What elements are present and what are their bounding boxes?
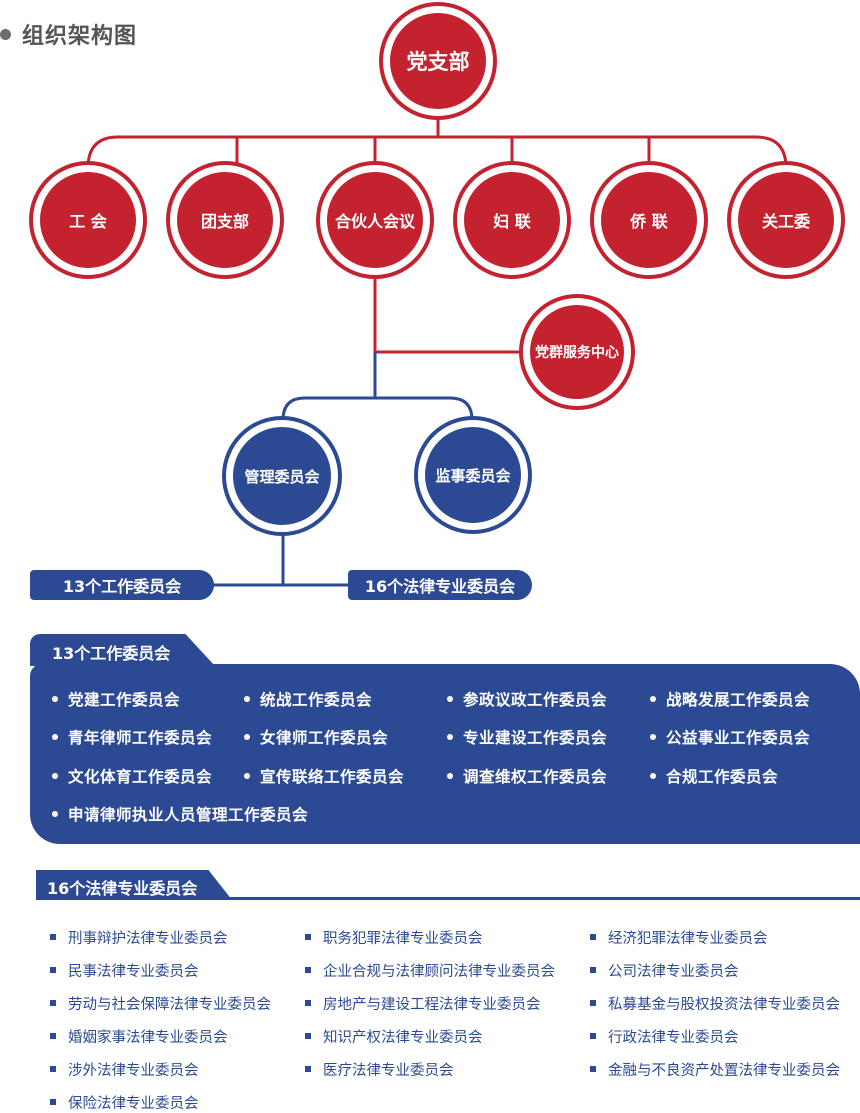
bullet <box>52 772 58 779</box>
node-label: 监事委员会 <box>435 466 511 485</box>
bullet <box>650 695 656 702</box>
node-label: 妇 联 <box>493 212 531 231</box>
node-label: 侨 联 <box>630 212 668 231</box>
list-item: 合规工作委员会 <box>650 765 778 787</box>
list-item: 宣传联络工作委员会 <box>244 765 404 787</box>
node-youth-care-committee: 关工委 <box>731 165 841 275</box>
node-womens-federation: 妇 联 <box>457 165 567 275</box>
list-item: 党建工作委员会 <box>52 688 180 710</box>
list-item: 公益事业工作委员会 <box>650 726 810 748</box>
list-item: 婚姻家事法律专业委员会 <box>50 1026 228 1047</box>
list-item: 战略发展工作委员会 <box>650 688 810 710</box>
node-label: 党支部 <box>406 50 470 74</box>
node-overseas-federation: 侨 联 <box>594 165 704 275</box>
list-item: 私募基金与股权投资法律专业委员会 <box>590 993 840 1014</box>
list-item: 文化体育工作委员会 <box>52 765 212 787</box>
list-item: 公司法律专业委员会 <box>590 960 739 981</box>
node-partners-meeting: 合伙人会议 <box>320 165 430 275</box>
bullet <box>447 695 453 702</box>
node-youth-league: 团支部 <box>170 165 280 275</box>
pill-label: 13个工作委员会 <box>62 577 182 596</box>
list-item: 经济犯罪法律专业委员会 <box>590 927 768 948</box>
bullet <box>244 733 250 740</box>
node-trade-union: 工 会 <box>33 165 143 275</box>
bullet <box>52 695 58 702</box>
node-service-center: 党群服务中心 <box>523 298 631 406</box>
bullet <box>52 733 58 740</box>
list-item: 企业合规与法律顾问法律专业委员会 <box>305 960 555 981</box>
bullet <box>650 772 656 779</box>
node-party-branch: 党支部 <box>383 6 493 116</box>
list-item: 参政议政工作委员会 <box>447 688 607 710</box>
bullet <box>305 934 311 940</box>
list-item: 知识产权法律专业委员会 <box>305 1026 483 1047</box>
bullet <box>50 1066 56 1072</box>
connector-lines <box>86 110 788 587</box>
node-label: 管理委员会 <box>244 467 320 486</box>
bullet <box>590 1066 596 1072</box>
working-committees-panel <box>30 664 860 844</box>
list-item: 专业建设工作委员会 <box>447 726 607 748</box>
node-label: 党群服务中心 <box>535 345 619 361</box>
bullet <box>447 772 453 779</box>
bullet <box>590 1033 596 1039</box>
pill-working-committees: 13个工作委员会 <box>30 570 214 600</box>
legal-committees-tab <box>36 870 232 900</box>
legal-committees-title: 16个法律专业委员会 <box>47 879 198 898</box>
list-item: 医疗法律专业委员会 <box>305 1059 454 1080</box>
working-committees-title: 13个工作委员会 <box>52 644 171 663</box>
list-item: 统战工作委员会 <box>244 688 372 710</box>
list-item: 劳动与社会保障法律专业委员会 <box>50 993 271 1014</box>
legal-committees-underline <box>36 897 860 900</box>
node-label: 合伙人会议 <box>334 212 415 231</box>
node-supervisory-committee: 监事委员会 <box>418 420 528 530</box>
bullet <box>244 772 250 779</box>
bullet <box>50 1099 56 1105</box>
list-item: 职务犯罪法律专业委员会 <box>305 927 483 948</box>
bullet <box>590 967 596 973</box>
working-committees-tab <box>30 634 215 666</box>
title-bullet <box>0 29 11 40</box>
bullet <box>590 1000 596 1006</box>
list-item: 女律师工作委员会 <box>244 726 388 748</box>
node-label: 关工委 <box>761 212 810 231</box>
node-label: 团支部 <box>200 212 249 231</box>
bullet <box>50 1000 56 1006</box>
bullet <box>305 967 311 973</box>
node-management-committee: 管理委员会 <box>226 420 338 532</box>
list-item: 民事法律专业委员会 <box>50 960 199 981</box>
connector-committee-bar <box>281 396 474 421</box>
bullet <box>650 733 656 740</box>
list-item: 青年律师工作委员会 <box>52 726 212 748</box>
bullet <box>305 1066 311 1072</box>
bullet <box>447 733 453 740</box>
list-item: 金融与不良资产处置法律专业委员会 <box>590 1059 840 1080</box>
list-item: 房地产与建设工程法律专业委员会 <box>305 993 541 1014</box>
connector-level1-bar <box>86 135 788 169</box>
list-item: 申请律师执业人员管理工作委员会 <box>52 803 308 825</box>
list-item: 刑事辩护法律专业委员会 <box>50 927 228 948</box>
page-title: 组织架构图 <box>22 24 138 49</box>
pill-label: 16个法律专业委员会 <box>364 577 516 596</box>
bullet <box>52 810 58 817</box>
list-item: 调查维权工作委员会 <box>447 765 607 787</box>
bullet <box>244 695 250 702</box>
bullet <box>590 934 596 940</box>
bullet <box>50 1033 56 1039</box>
bullet <box>50 967 56 973</box>
list-item: 涉外法律专业委员会 <box>50 1059 199 1080</box>
list-item: 保险法律专业委员会 <box>50 1092 199 1113</box>
list-item: 行政法律专业委员会 <box>590 1026 739 1047</box>
bullet <box>50 934 56 940</box>
bullet <box>305 1033 311 1039</box>
pill-legal-committees: 16个法律专业委员会 <box>348 570 532 600</box>
node-label: 工 会 <box>69 212 107 231</box>
bullet <box>305 1000 311 1006</box>
